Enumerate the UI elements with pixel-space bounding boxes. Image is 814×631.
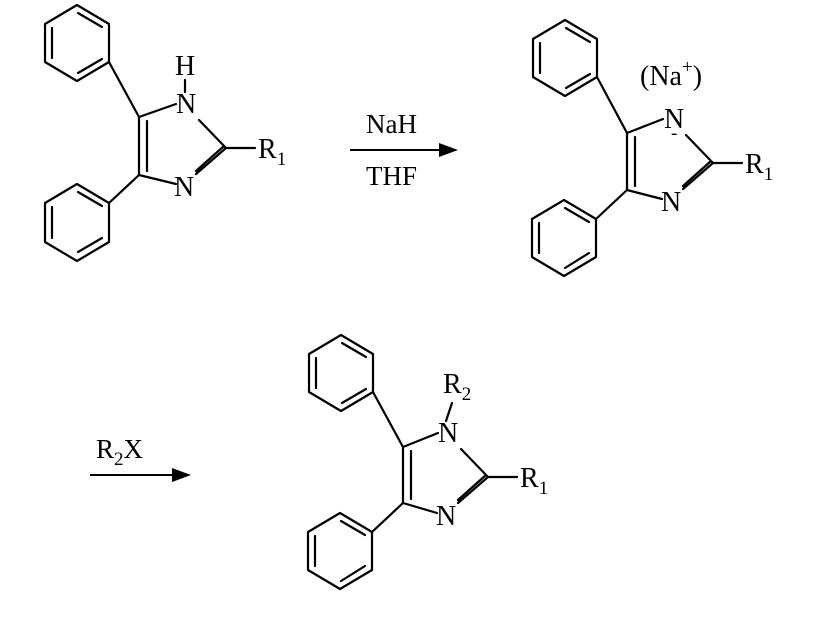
reactant-n3-label: N — [174, 172, 194, 203]
arrow-step2-reagent: R2X — [96, 434, 144, 470]
intermediate-n1-label: N — [664, 104, 684, 135]
reaction-arrow-step2: R2X — [90, 434, 191, 482]
intermediate-top-phenyl-ring — [531, 18, 599, 98]
reaction-arrow-step1: NaH THF — [350, 109, 458, 191]
product-top-phenyl-double-bonds — [314, 341, 368, 405]
reactant-h-label: H — [175, 51, 195, 82]
intermediate-phenyl-linker-bonds — [594, 75, 629, 221]
reactant-top-phenyl-double-bonds — [50, 11, 104, 75]
intermediate-negative-charge: - — [671, 123, 677, 144]
intermediate-molecule: (Na+) N - N R1 — [530, 18, 773, 278]
intermediate-r1-label: R1 — [745, 149, 773, 185]
intermediate-imidazole-ring — [625, 117, 715, 201]
arrow-step2-head — [172, 468, 191, 482]
reactant-nh-and-r1-bonds — [183, 78, 257, 150]
product-molecule: R2 N N R1 — [306, 333, 548, 591]
product-imidazole-ring — [401, 431, 490, 515]
product-n-r2-and-r1-bonds — [444, 401, 519, 479]
arrow-step1-reagent-above: NaH — [366, 109, 417, 139]
product-r2-label: R2 — [443, 369, 471, 405]
product-top-phenyl-ring — [307, 333, 375, 413]
product-bottom-phenyl-ring — [306, 511, 374, 591]
reactant-r1-label: R1 — [258, 134, 286, 170]
reactant-bottom-phenyl-double-bonds — [50, 190, 104, 254]
reactant-molecule: H N N R1 — [43, 3, 286, 263]
arrow-step1-head — [439, 143, 458, 157]
intermediate-bottom-phenyl-ring — [530, 198, 598, 278]
reactant-imidazole-ring — [137, 102, 228, 186]
arrow-step1-reagent-below: THF — [366, 161, 417, 191]
intermediate-bottom-phenyl-double-bonds — [537, 206, 591, 270]
product-bottom-phenyl-double-bonds — [313, 519, 367, 583]
product-n1-label: N — [438, 418, 458, 449]
product-n3-label: N — [436, 501, 456, 532]
product-phenyl-linker-bonds — [370, 390, 405, 534]
reactant-top-phenyl-ring — [43, 3, 111, 83]
product-r1-label: R1 — [520, 463, 548, 499]
reactant-n1-label: N — [176, 89, 196, 120]
intermediate-n3-label: N — [661, 187, 681, 218]
intermediate-counterion-label: (Na+) — [640, 57, 702, 92]
reactant-phenyl-linker-bonds — [107, 60, 141, 205]
reactant-bottom-phenyl-ring — [43, 182, 111, 263]
intermediate-top-phenyl-double-bonds — [538, 26, 592, 90]
